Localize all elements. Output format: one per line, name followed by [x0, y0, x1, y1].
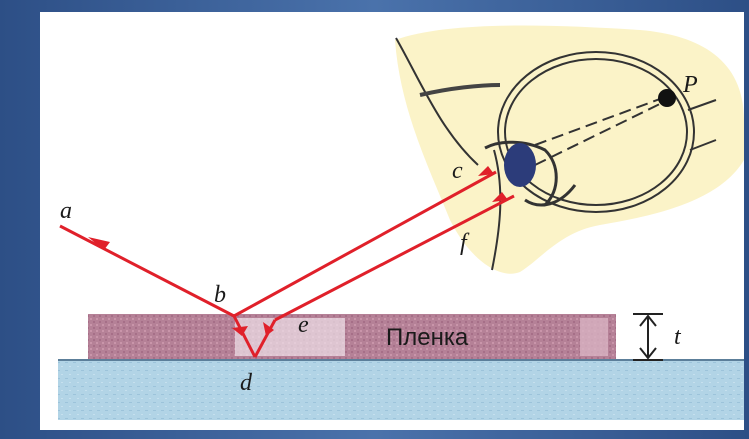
retina-point-p [658, 89, 676, 107]
label-b: b [214, 282, 226, 308]
ray-d-e [253, 319, 277, 358]
eye-drawing [395, 37, 717, 271]
film-label: Пленка [386, 324, 469, 351]
thickness-marker [633, 313, 663, 361]
ray-a-b [59, 224, 235, 318]
film-layer [88, 314, 616, 359]
ray-e-f [274, 194, 515, 322]
label-t: t [674, 324, 682, 350]
label-f: f [460, 230, 470, 256]
label-c: c [452, 158, 463, 184]
arrow-f [492, 192, 508, 202]
label-d: d [240, 370, 253, 396]
thin-film-interference-diagram: a b c d e f P t Пленка [58, 25, 744, 420]
arrow-from-d [263, 322, 274, 336]
ray-b-d [232, 315, 257, 358]
label-a: a [60, 198, 72, 224]
label-p: P [682, 72, 698, 98]
arrow-incident [88, 237, 110, 250]
arrow-c [478, 166, 494, 176]
rays [59, 170, 515, 358]
arrow-into-film [232, 326, 248, 336]
substrate [58, 360, 744, 420]
eye-pupil [504, 143, 536, 187]
ray-b-c [233, 170, 497, 318]
diagram-panel: a b c d e f P t Пленка [40, 12, 744, 430]
label-e: e [298, 312, 309, 338]
